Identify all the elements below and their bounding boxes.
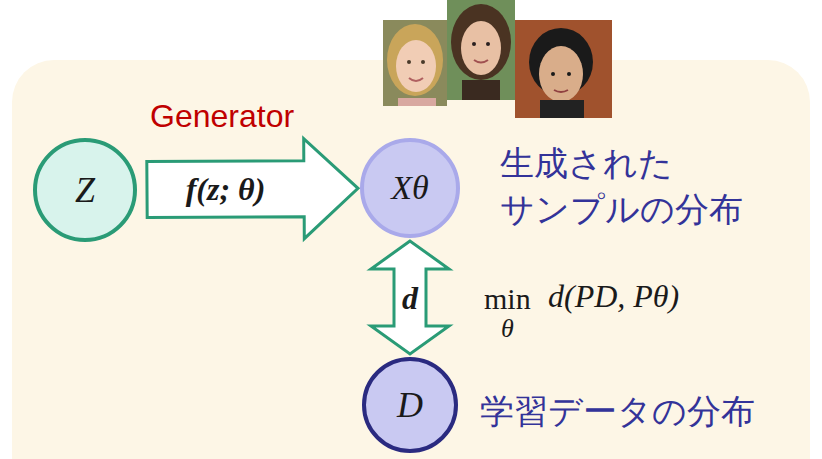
distance-arrow xyxy=(371,241,449,354)
min-operator: min xyxy=(484,282,531,316)
node-symbol: D xyxy=(362,357,458,453)
photo-girl xyxy=(383,20,447,106)
node-caption: 学習データの分布 xyxy=(480,389,810,435)
edge-label: f(z; θ) xyxy=(186,173,266,205)
node-caption: 生成された サンプルの分布 xyxy=(500,141,762,233)
data-circle: D学習データの分布 xyxy=(362,357,458,453)
generator-label: Generator xyxy=(150,98,294,135)
photo-boy xyxy=(515,20,612,118)
min-subscript: θ xyxy=(501,314,514,344)
node-symbol: Z xyxy=(33,138,137,242)
node-symbol: Xθ xyxy=(360,138,460,238)
latent-circle: Z xyxy=(33,138,137,242)
generator-arrow xyxy=(147,139,358,239)
distance-formula: d(PD, Pθ) xyxy=(548,278,679,315)
edge-label: d xyxy=(402,282,418,314)
generated-circle: Xθ生成された サンプルの分布 xyxy=(360,138,460,238)
panel-ground xyxy=(12,60,810,459)
photo-woman xyxy=(447,0,515,100)
